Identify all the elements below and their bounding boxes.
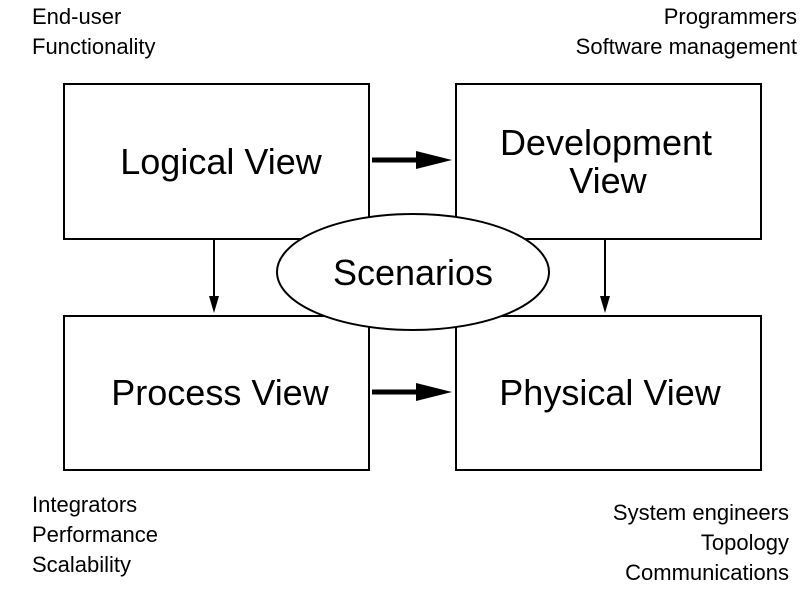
scenarios-ellipse: Scenarios bbox=[276, 213, 550, 331]
process-view-stakeholders: Integrators Performance Scalability bbox=[32, 490, 158, 580]
stakeholder-text: System engineers bbox=[612, 500, 789, 525]
arrow-process-to-physical bbox=[372, 383, 452, 401]
physical-view-box: Physical View bbox=[455, 315, 762, 471]
stakeholder-text: Programmers bbox=[663, 4, 797, 29]
stakeholder-text: Communications bbox=[625, 560, 789, 585]
stakeholder-text: Functionality bbox=[32, 34, 156, 59]
development-view-label-line1: Development bbox=[500, 122, 712, 163]
logical-view-stakeholders: End-user Functionality bbox=[32, 2, 156, 62]
stakeholder-text: End-user bbox=[32, 4, 122, 29]
stakeholder-text: Performance bbox=[32, 522, 158, 547]
development-view-box: Development View bbox=[455, 83, 762, 240]
process-view-label: Process View bbox=[111, 372, 329, 413]
development-view-stakeholders: Programmers Software management bbox=[576, 2, 797, 62]
physical-view-stakeholders: System engineers Topology Communications bbox=[613, 498, 789, 588]
physical-view-label: Physical View bbox=[499, 372, 721, 413]
stakeholder-text: Scalability bbox=[32, 552, 132, 577]
stakeholder-text: Topology bbox=[700, 530, 789, 555]
logical-view-label: Logical View bbox=[120, 141, 322, 182]
process-view-box: Process View bbox=[63, 315, 370, 471]
stakeholder-text: Integrators bbox=[32, 492, 138, 517]
development-view-label-line2: View bbox=[569, 160, 647, 201]
scenarios-label: Scenarios bbox=[333, 252, 493, 293]
stakeholder-text: Software management bbox=[575, 34, 797, 59]
arrow-logical-to-process bbox=[209, 239, 219, 313]
logical-view-box: Logical View bbox=[63, 83, 370, 240]
arrow-logical-to-development bbox=[372, 151, 452, 169]
arrow-development-to-physical bbox=[600, 239, 610, 313]
